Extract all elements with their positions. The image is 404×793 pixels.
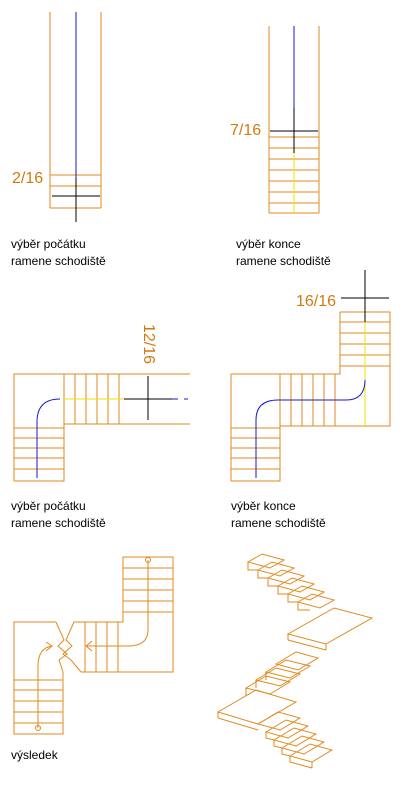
caption-panel-4: výběr konce ramene schodiště [231,498,326,532]
caption-panel-3: výběr počátku ramene schodiště [11,498,106,532]
caption-panel-1: výběr počátku ramene schodiště [11,236,106,270]
caption-line: ramene schodiště [11,516,106,530]
panel-6-3d [216,553,374,769]
caption-line: výběr konce [231,499,296,513]
cursor-crosshair [52,178,100,222]
cursor-crosshair [341,270,389,322]
cursor-crosshair [124,376,172,420]
lower-flight [256,711,334,769]
middle-flight [244,651,320,696]
caption-line: výběr konce [236,237,301,251]
lower-landing [216,689,298,725]
step-counter: 12/16 [140,324,157,364]
caption-line: výsledek [11,748,58,762]
step-counter: 7/16 [230,122,261,139]
panel-2 [268,26,320,214]
caption-line: ramene schodiště [11,254,106,268]
panel-1 [49,12,102,222]
caption-line: ramene schodiště [236,254,331,268]
caption-line: ramene schodiště [231,516,326,530]
panel-4 [230,270,391,482]
upper-landing [286,607,374,645]
caption-line: výběr počátku [11,237,86,251]
step-counter: 16/16 [296,293,336,310]
caption-line: výběr počátku [11,499,86,513]
cursor-crosshair [270,108,318,153]
upper-flight [246,553,336,611]
panel-5-plan [13,556,174,735]
step-counter: 2/16 [12,170,43,187]
caption-panel-2: výběr konce ramene schodiště [236,236,331,270]
panel-3 [13,373,190,482]
caption-panel-5: výsledek [11,747,58,764]
